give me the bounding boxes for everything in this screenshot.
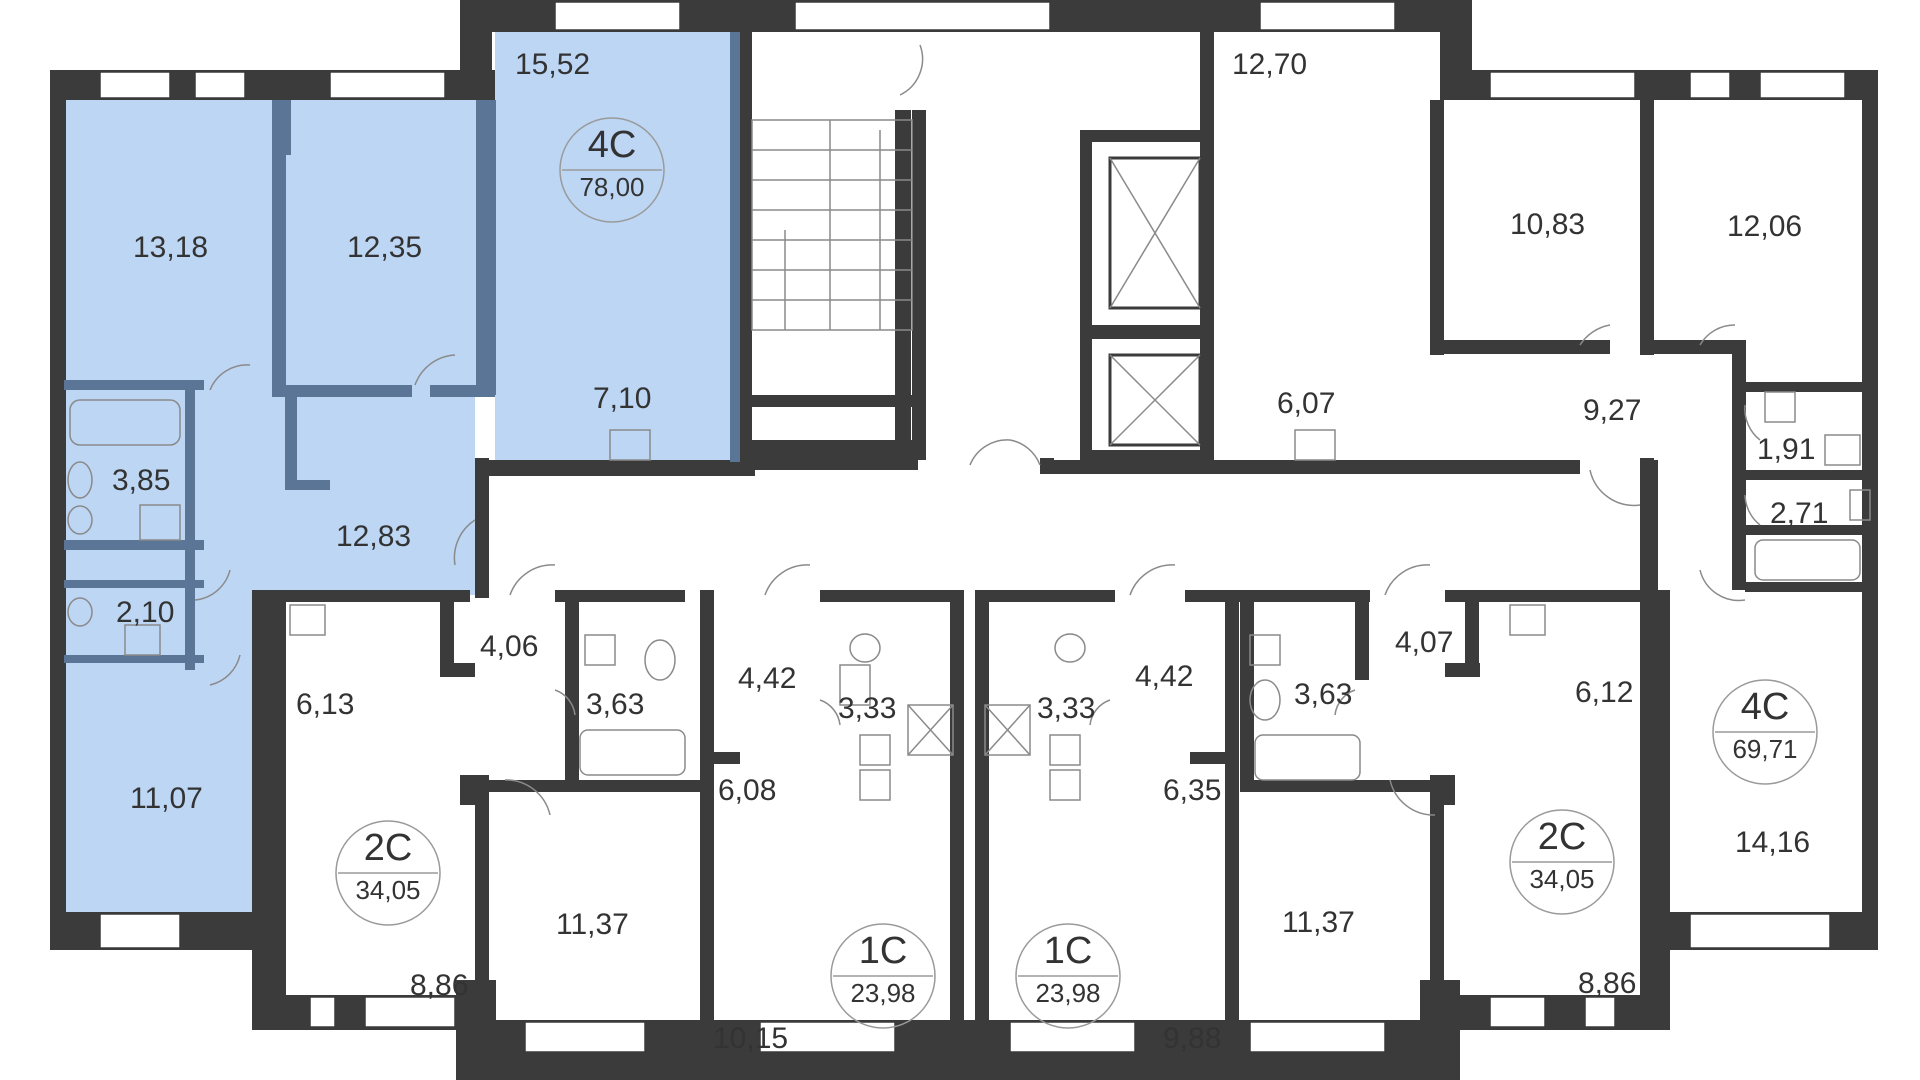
room-area-label: 9,88 [1163,1022,1221,1055]
room-area-label: 3,63 [1294,678,1352,711]
room-area-label: 4,42 [1135,660,1193,693]
central-walls [475,458,1654,598]
room-area-label: 6,07 [1277,387,1335,420]
apartment-area: 69,71 [1732,734,1797,764]
apartment-badge[interactable]: 1C 23,98 [830,923,936,1029]
highlighted-apartment-walls [64,32,740,670]
room-area-label: 9,27 [1583,394,1641,427]
apartment-code: 2C [364,827,413,869]
room-area-label: 12,70 [1232,48,1307,81]
room-area-label: 4,06 [480,630,538,663]
room-area-label: 2,71 [1770,497,1828,530]
room-area-label: 2,10 [116,596,174,629]
room-area-label: 6,13 [296,688,354,721]
room-area-label: 6,35 [1163,774,1221,807]
room-area-label: 12,35 [347,231,422,264]
room-area-label: 12,06 [1727,210,1802,243]
room-area-label: 3,85 [112,464,170,497]
room-area-label: 8,86 [410,969,468,1002]
room-area-label: 11,37 [1282,906,1355,939]
interior-walls [270,32,1862,1025]
room-area-label: 3,33 [1037,692,1095,725]
room-area-label: 11,37 [556,908,629,941]
apartment-area: 34,05 [355,875,420,905]
room-area-label: 12,83 [336,520,411,553]
apartment-badge[interactable]: 2C 34,05 [1509,809,1615,915]
apartment-badge[interactable]: 2C 34,05 [335,820,441,926]
apartment-badge[interactable]: 1C 23,98 [1015,923,1121,1029]
room-area-label: 7,10 [593,382,651,415]
apartment-area: 23,98 [1035,978,1100,1008]
apartment-code: 1C [1044,930,1093,972]
room-area-label: 1,91 [1757,433,1815,466]
room-area-label: 4,07 [1395,626,1453,659]
highlighted-apartment-fill[interactable] [64,32,738,912]
room-area-label: 10,15 [713,1022,788,1055]
room-area-label: 14,16 [1735,826,1810,859]
apartment-code: 4C [588,124,637,166]
apartment-area: 34,05 [1529,864,1594,894]
elevator-shafts [1108,156,1202,447]
room-area-label: 4,42 [738,662,796,695]
apartment-badge[interactable]: 4C 69,71 [1712,679,1818,785]
fixtures [67,391,1871,801]
apartment-code: 4C [1741,686,1790,728]
room-area-label: 13,18 [133,231,208,264]
room-area-labels: 15,52 13,18 12,35 7,10 3,85 12,83 2,10 1… [112,48,1828,1055]
room-area-label: 3,33 [838,692,896,725]
apartment-area: 78,00 [579,172,644,202]
apartment-code: 2C [1538,816,1587,858]
room-area-label: 3,63 [586,688,644,721]
room-area-label: 11,07 [130,782,203,815]
windows [99,1,1846,1053]
apartment-area: 23,98 [850,978,915,1008]
room-area-label: 15,52 [515,48,590,81]
room-area-label: 10,83 [1510,208,1585,241]
doors [194,44,1761,816]
apartment-code: 1C [859,930,908,972]
room-area-label: 6,12 [1575,676,1633,709]
apartment-badge[interactable]: 4C 78,00 [559,117,665,223]
room-area-label: 8,86 [1578,967,1636,1000]
room-area-label: 6,08 [718,774,776,807]
staircase [751,119,913,331]
